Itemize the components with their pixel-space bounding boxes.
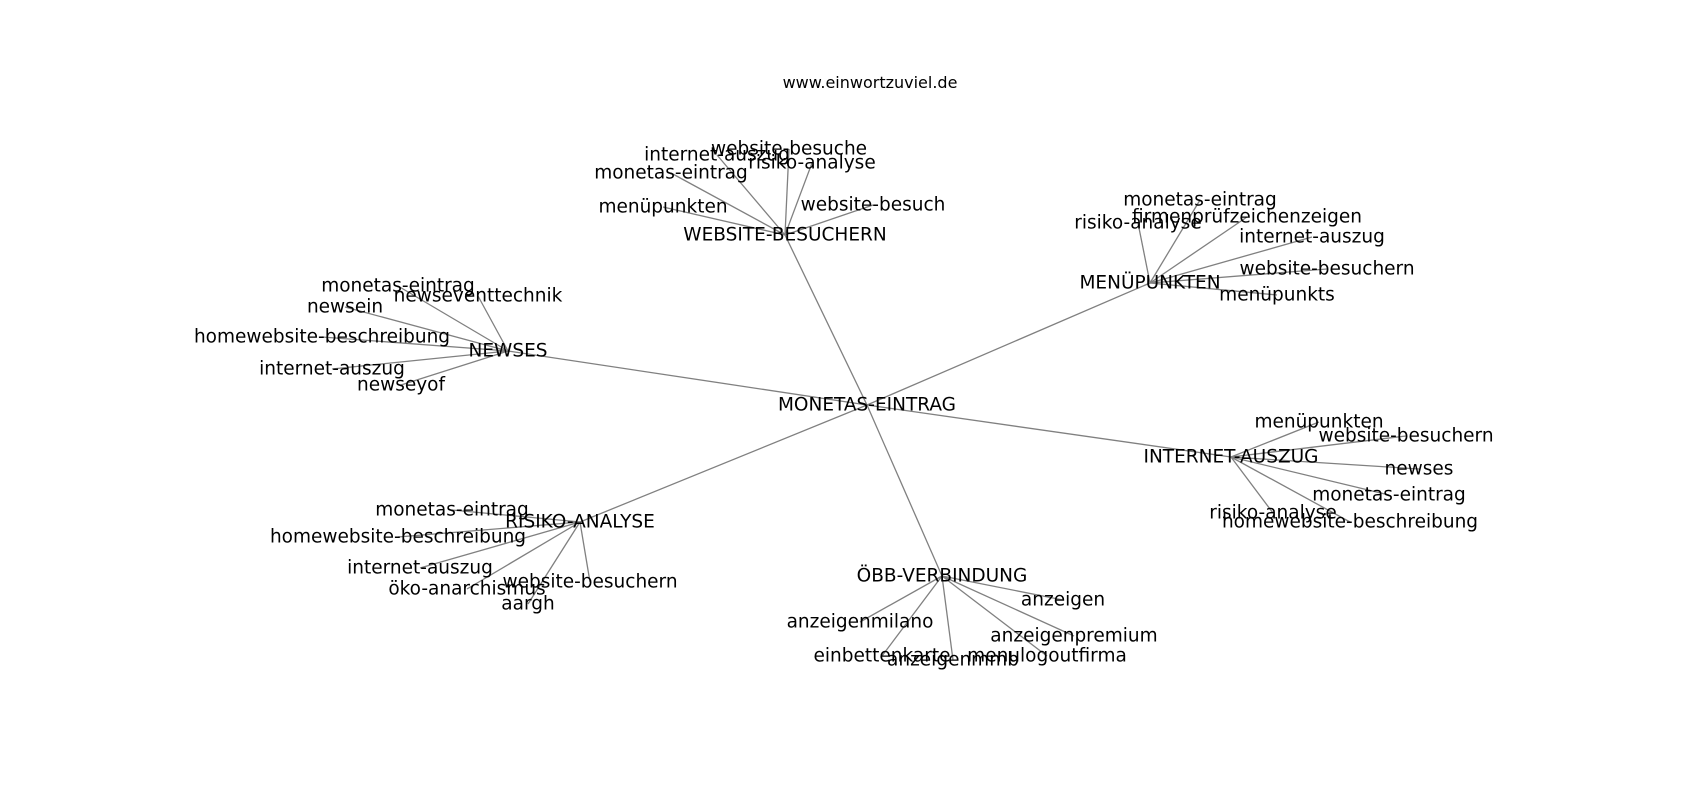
edge-internet-auszug-5 [1230, 456, 1351, 523]
node-hub-risiko-analyse: RISIKO-ANALYSE [505, 512, 655, 533]
edge-menupunkten-1 [1149, 216, 1248, 284]
node-leaf: einbettenkarte [814, 646, 951, 667]
node-hub-newses: NEWSES [469, 341, 548, 362]
node-leaf: anzeigenmmb [887, 650, 1019, 671]
edge-newses-1 [477, 295, 509, 352]
node-leaf: internet-auszug [644, 145, 790, 166]
node-leaf: aargh [501, 594, 554, 615]
edge-newses-4 [331, 350, 509, 370]
edge-menupunkten-0 [1149, 199, 1201, 284]
node-leaf: menulogoutfirma [967, 646, 1127, 667]
edge-obb-verbindung-0 [941, 575, 1064, 601]
node-hub-website-besuchern: WEBSITE-BESUCHERN [683, 225, 886, 246]
edge-menupunkten-3 [1149, 236, 1313, 284]
edge-menupunkten-4 [1149, 268, 1328, 284]
edge-newses-2 [344, 306, 509, 352]
edge-risiko-analyse-4 [466, 521, 581, 590]
node-leaf: newsein [307, 297, 383, 318]
edge-center-newses [507, 350, 868, 406]
edge-internet-auszug-2 [1230, 456, 1420, 470]
edge-center-internet-auszug [866, 404, 1232, 458]
edge-risiko-analyse-1 [397, 521, 581, 538]
node-leaf: homewebsite-beschreibung [1222, 512, 1478, 533]
node-leaf: internet-auszug [347, 558, 493, 579]
edge-obb-verbindung-4 [941, 575, 1048, 657]
node-leaf: website-besuchern [1239, 259, 1414, 280]
node-leaf: newseyof [357, 375, 446, 396]
node-leaf: monetas-eintrag [1123, 190, 1277, 211]
node-leaf: internet-auszug [259, 359, 405, 380]
node-leaf: menüpunkten [598, 197, 727, 218]
edge-newses-3 [321, 336, 509, 352]
node-leaf: anzeigenmilano [787, 612, 934, 633]
edge-center-website-besuchern [784, 234, 868, 406]
edge-layer [321, 148, 1420, 661]
node-leaf: menüpunkten [1254, 412, 1383, 433]
node-leaf: homewebsite-beschreibung [270, 527, 526, 548]
node-hub-internet-auszug: INTERNET-AUSZUG [1143, 447, 1318, 468]
edge-internet-auszug-1 [1230, 435, 1407, 458]
edge-center-obb-verbindung [866, 404, 943, 577]
edge-risiko-analyse-0 [451, 509, 581, 523]
edge-website-besuchern-3 [670, 172, 786, 236]
edge-center-risiko-analyse [579, 404, 868, 523]
node-leaf: risiko-analyse [1074, 213, 1201, 234]
graph-title: www.einwortzuviel.de [783, 73, 958, 92]
edge-website-besuchern-0 [716, 154, 786, 236]
edge-newses-5 [400, 350, 509, 386]
node-leaf: website-besuche [711, 139, 867, 160]
node-hub-obb-verbindung: ÖBB-VERBINDUNG [857, 565, 1028, 587]
node-leaf: monetas-eintrag [321, 276, 475, 297]
node-leaf: anzeigen [1021, 590, 1105, 611]
edge-website-besuchern-2 [784, 162, 813, 236]
node-hub-menupunkten: MENÜPUNKTEN [1079, 272, 1220, 294]
node-leaf: website-besuchern [1318, 426, 1493, 447]
edge-internet-auszug-3 [1230, 456, 1390, 496]
node-leaf: homewebsite-beschreibung [194, 327, 450, 348]
edge-internet-auszug-0 [1230, 421, 1320, 458]
node-leaf: monetas-eintrag [594, 163, 748, 184]
edge-internet-auszug-4 [1230, 456, 1274, 514]
node-leaf: newses [1385, 459, 1454, 480]
edge-center-menupunkten [866, 282, 1151, 406]
label-layer: MONETAS-EINTRAG WEBSITE-BESUCHERN internet… [194, 139, 1494, 671]
node-leaf: öko-anarchismus [388, 579, 545, 600]
edge-website-besuchern-4 [784, 204, 874, 236]
node-leaf: newseventtechnik [394, 286, 563, 307]
edge-risiko-analyse-2 [419, 521, 581, 569]
edge-risiko-analyse-3 [579, 521, 591, 583]
node-center: MONETAS-EINTRAG [778, 395, 956, 416]
edge-menupunkten-5 [1149, 282, 1278, 296]
edge-website-besuchern-5 [662, 206, 786, 236]
node-leaf: internet-auszug [1239, 227, 1385, 248]
edge-obb-verbindung-3 [881, 575, 943, 657]
node-leaf: website-besuchern [502, 572, 677, 593]
edge-risiko-analyse-5 [527, 521, 581, 605]
node-leaf: monetas-eintrag [1312, 485, 1466, 506]
node-leaf: monetas-eintrag [375, 500, 529, 521]
edge-menupunkten-2 [1137, 222, 1151, 284]
node-leaf: anzeigenpremium [990, 626, 1157, 647]
edge-obb-verbindung-1 [859, 575, 943, 623]
edge-website-besuchern-1 [784, 148, 790, 236]
node-leaf: firmenprüfzeichenzeigen [1132, 207, 1362, 228]
node-leaf: menüpunkts [1219, 285, 1335, 306]
edge-obb-verbindung-5 [941, 575, 954, 661]
node-leaf: risiko-analyse [748, 153, 875, 174]
node-leaf: website-besuch [801, 195, 946, 216]
edge-obb-verbindung-2 [941, 575, 1075, 637]
node-leaf: risiko-analyse [1209, 503, 1336, 524]
edge-newses-0 [397, 285, 509, 352]
